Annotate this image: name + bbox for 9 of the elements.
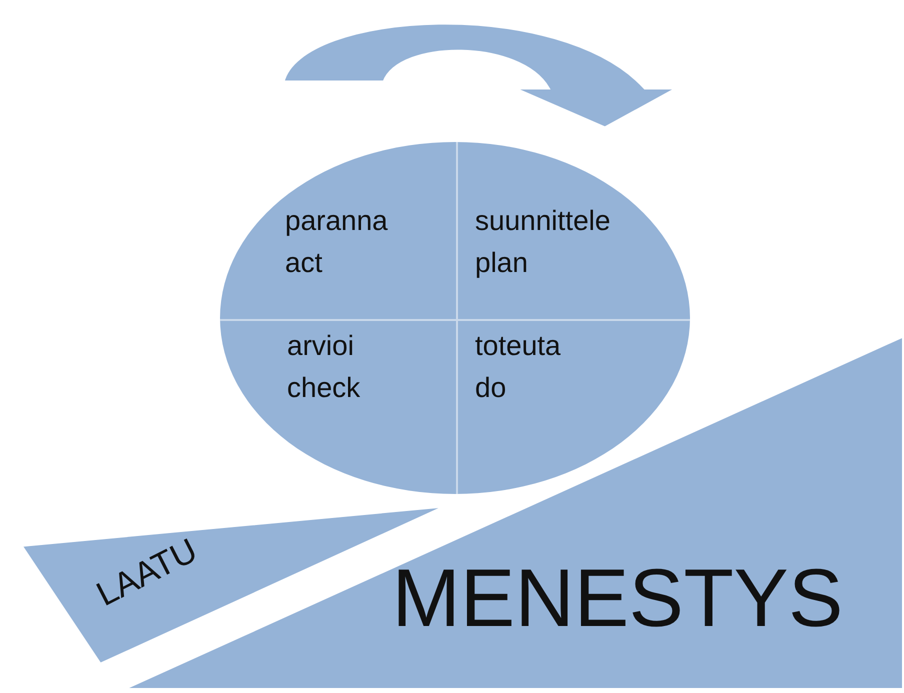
quadrant-label: arvioi bbox=[287, 329, 355, 363]
quadrant-label: plan bbox=[475, 246, 529, 280]
quadrant-label: paranna bbox=[285, 204, 389, 238]
quadrant-label: suunnittele bbox=[475, 204, 612, 238]
quadrant-label: do bbox=[475, 371, 508, 405]
quadrant-label: check bbox=[287, 371, 362, 405]
quadrant-label: toteuta bbox=[475, 329, 562, 363]
quadrant-label: act bbox=[285, 246, 324, 280]
slope-label: MENESTYS bbox=[392, 558, 844, 640]
